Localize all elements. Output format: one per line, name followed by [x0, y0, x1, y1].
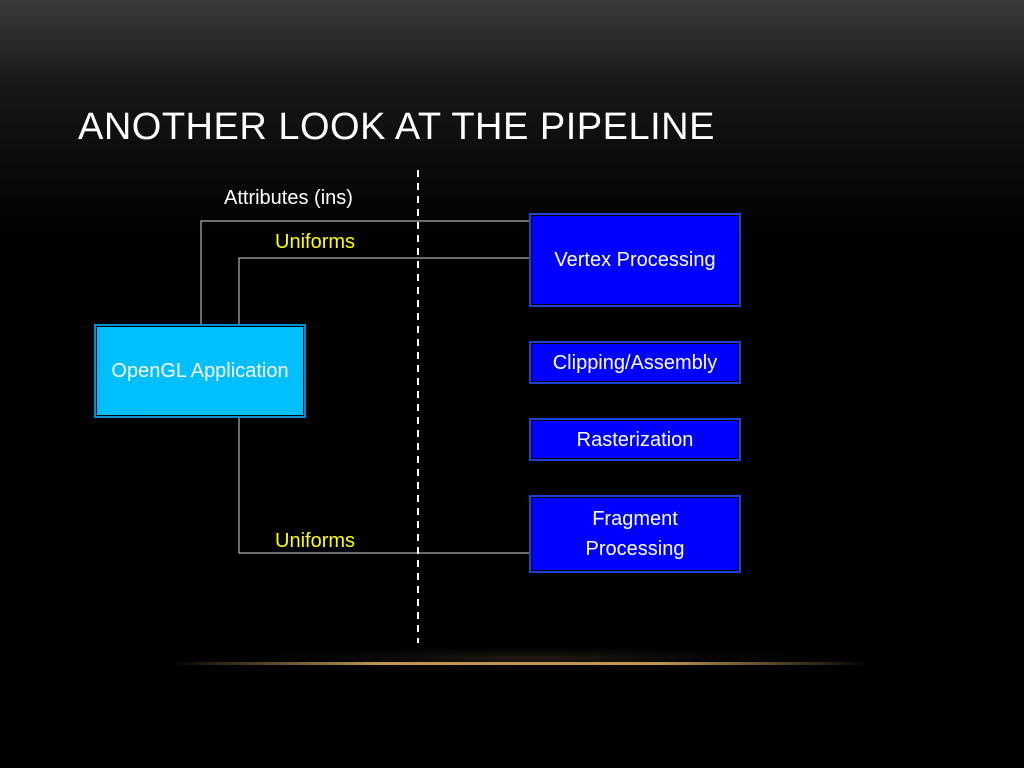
clipping-assembly-box: Clipping/Assembly: [529, 341, 741, 384]
rasterization-box: Rasterization: [529, 418, 741, 461]
rasterization-label: Rasterization: [576, 428, 694, 451]
uniforms-top-connector: [238, 257, 529, 324]
attributes-connector: [200, 220, 529, 324]
vertex-processing-box: Vertex Processing: [529, 213, 741, 307]
vertex-processing-label: Vertex Processing: [554, 249, 716, 271]
fragment-processing-box: Fragment Processing: [529, 495, 741, 573]
opengl-application-box: OpenGL Application: [94, 324, 306, 418]
fragment-processing-label: Fragment Processing: [585, 508, 685, 560]
attributes-label: Attributes (ins): [224, 187, 353, 209]
slide-title: ANOTHER LOOK AT THE PIPELINE: [78, 106, 715, 148]
uniforms-top-label: Uniforms: [275, 231, 356, 253]
clipping-assembly-label: Clipping/Assembly: [552, 351, 718, 374]
uniforms-bottom-label: Uniforms: [275, 530, 356, 552]
underline-glow: [170, 662, 870, 665]
uniforms-bottom-connector: [238, 418, 529, 554]
opengl-application-label: OpenGL Application: [111, 360, 289, 382]
underline-halo: [200, 644, 860, 672]
